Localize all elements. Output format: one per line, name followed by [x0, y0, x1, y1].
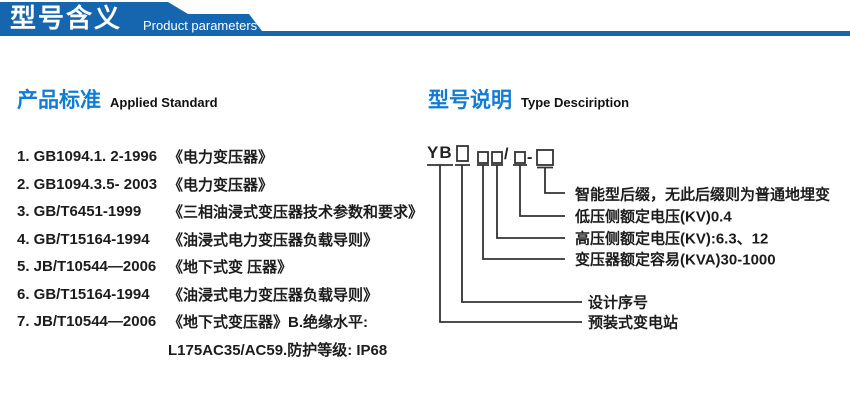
model-code-box-hv	[491, 151, 503, 164]
page-subtitle-en: Product parameters	[143, 18, 258, 33]
standard-title: 《地下式变压器》B.绝缘水平:	[168, 314, 368, 332]
standard-code: 5. JB/T10544—2006	[17, 258, 157, 276]
model-code-prefix: YB	[427, 143, 453, 162]
standard-title-continuation: L175AC35/AC59.防护等级: IP68	[168, 341, 388, 359]
standard-title: 《地下式变 压器》	[168, 259, 293, 277]
list-item: 2. GB1094.3.5- 2003 《电力变压器》	[17, 171, 437, 199]
standard-code: 7. JB/T10544—2006	[17, 313, 157, 331]
list-item-continuation: L175AC35/AC59.防护等级: IP68	[17, 336, 437, 364]
type-description-heading-cn: 型号说明	[428, 89, 512, 112]
diagram-label-lv: 低压侧额定电压(KV)0.4	[575, 208, 732, 226]
standard-title: 《电力变压器》	[168, 176, 274, 194]
standards-list: 1. GB1094.1. 2-1996 《电力变压器》 2. GB1094.3.…	[17, 143, 437, 363]
connector-lv	[519, 165, 565, 217]
list-item: 5. JB/T10544—2006 《地下式变 压器》	[17, 253, 437, 281]
header-banner	[0, 2, 850, 36]
model-code-box-capacity	[477, 151, 489, 164]
connector-hv	[496, 165, 565, 239]
applied-standard-heading-en: Applied Standard	[110, 95, 218, 110]
list-item: 3. GB/T6451-1999 《三相油浸式变压器技术参数和要求》	[17, 198, 437, 226]
type-description-heading: 型号说明 Type Desciription	[428, 84, 629, 114]
diagram-label-capacity: 变压器额定容易(KVA)30-1000	[575, 251, 776, 269]
type-description-heading-en: Type Desciription	[521, 95, 630, 110]
standard-title: 《三相油浸式变压器技术参数和要求》	[168, 204, 424, 222]
standard-code: 2. GB1094.3.5- 2003	[17, 175, 158, 193]
standard-title: 《油浸式电力变压器负载导则》	[168, 286, 379, 304]
list-item: 7. JB/T10544—2006 《地下式变压器》B.绝缘水平:	[17, 308, 437, 336]
model-code-box-lv	[514, 151, 526, 164]
underline-marks	[427, 164, 553, 169]
standard-title: 《油浸式电力变压器负载导则》	[168, 231, 379, 249]
standard-code: 1. GB1094.1. 2-1996	[17, 148, 158, 166]
model-code-box-suffix	[536, 149, 554, 166]
standard-code: 3. GB/T6451-1999	[17, 203, 142, 221]
diagram-label-hv: 高压侧额定电压(KV):6.3、12	[575, 230, 769, 248]
connector-design	[461, 165, 582, 303]
connector-capacity	[482, 165, 565, 260]
standard-title: 《电力变压器》	[168, 149, 274, 167]
connector-suffix	[544, 167, 565, 194]
model-code-box-design	[456, 145, 469, 162]
model-code-diagram: YB / - 智能型后缀，无此后缀则为普通地埋变 低压侧额定电压(KV)0.4 …	[420, 140, 850, 350]
list-item: 1. GB1094.1. 2-1996 《电力变压器》	[17, 143, 437, 171]
list-item: 4. GB/T15164-1994 《油浸式电力变压器负载导则》	[17, 226, 437, 254]
standard-code: 6. GB/T15164-1994	[17, 285, 150, 303]
applied-standard-heading-cn: 产品标准	[17, 89, 101, 112]
model-code-dash: -	[527, 149, 533, 166]
standard-code: 4. GB/T15164-1994	[17, 230, 150, 248]
model-code-slash: /	[504, 146, 509, 163]
diagram-label-station: 预装式变电站	[588, 314, 679, 332]
model-code-diagram-lines	[427, 145, 582, 323]
applied-standard-heading: 产品标准 Applied Standard	[17, 84, 218, 114]
diagram-label-design: 设计序号	[588, 294, 649, 312]
diagram-label-suffix: 智能型后缀，无此后缀则为普通地埋变	[575, 186, 831, 204]
page-title: 型号含义	[10, 3, 123, 33]
connector-station	[439, 165, 582, 323]
list-item: 6. GB/T15164-1994 《油浸式电力变压器负载导则》	[17, 281, 437, 309]
